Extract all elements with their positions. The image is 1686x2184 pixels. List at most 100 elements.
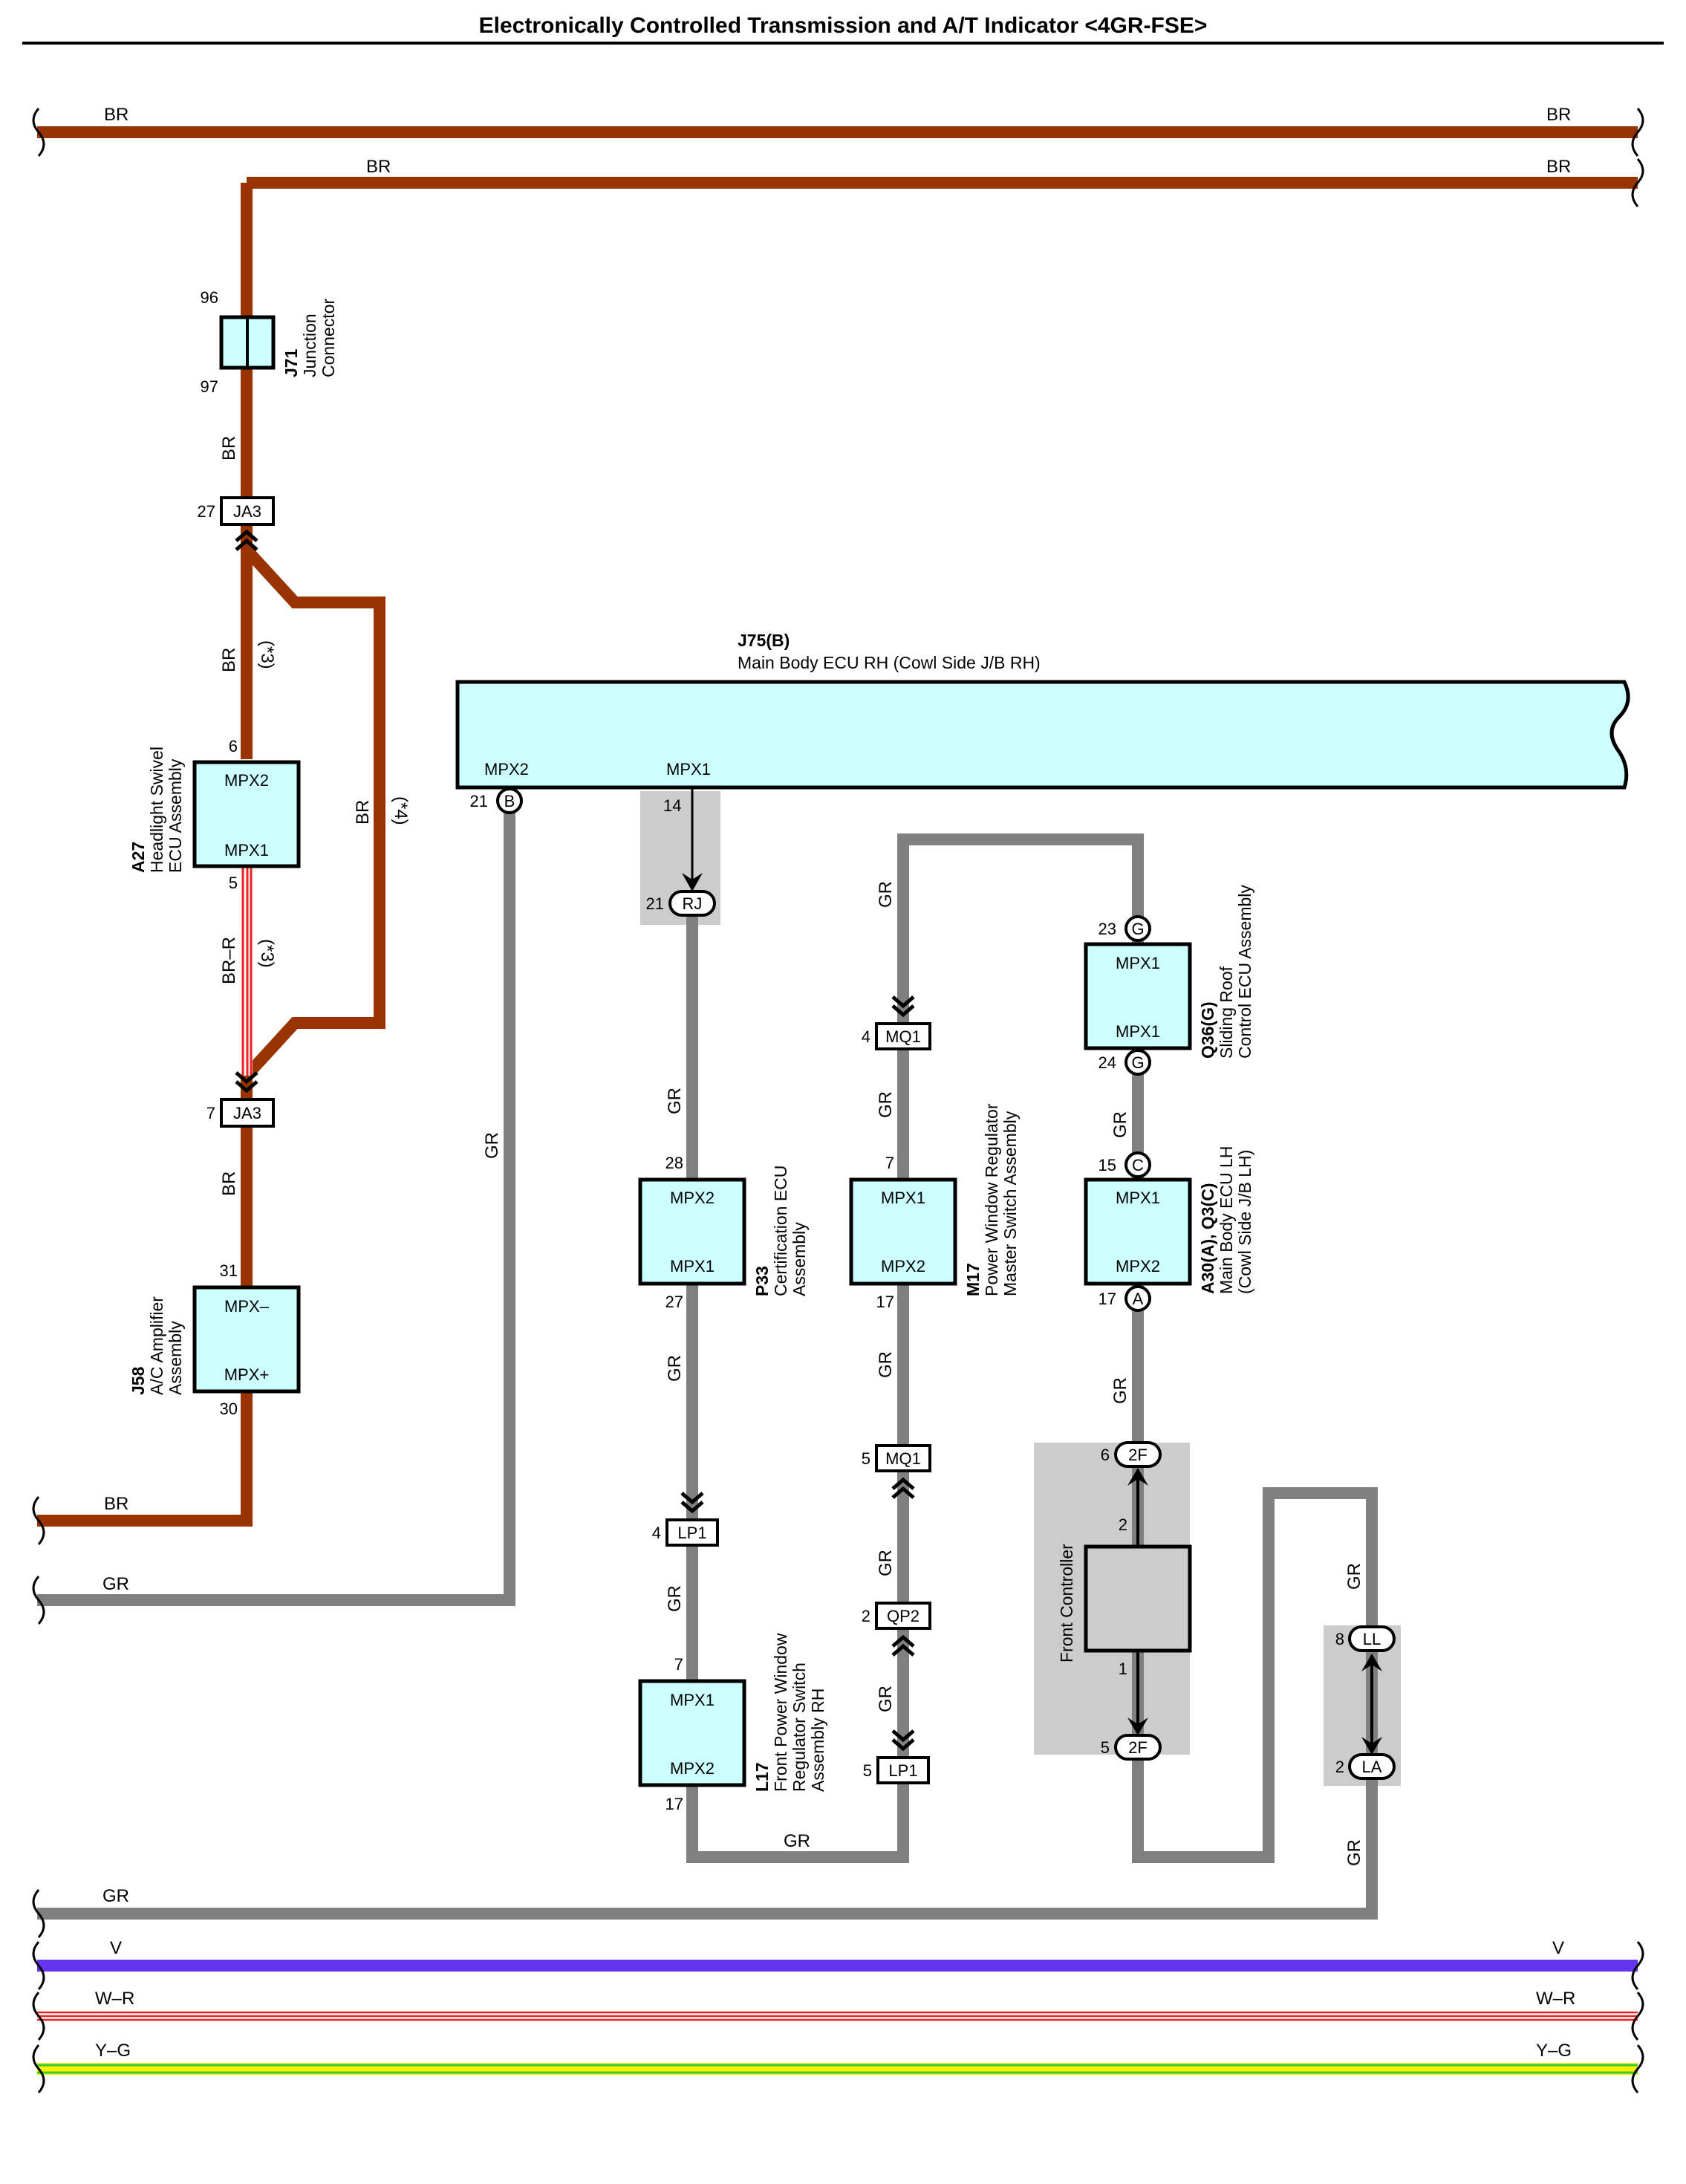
j58-pin-bottom: 30 bbox=[220, 1400, 238, 1418]
label-gr-left: GR bbox=[102, 1574, 129, 1594]
a30-pin-bottom-tag bbox=[1124, 1285, 1151, 1312]
a27-pin-bottom: 5 bbox=[229, 874, 238, 892]
mq1-bottom-pin: 5 bbox=[862, 1449, 870, 1468]
m17-name-2: Master Switch Assembly bbox=[1000, 1111, 1020, 1296]
l17-pin-bottom: 17 bbox=[665, 1795, 683, 1813]
ll-body bbox=[1348, 1625, 1396, 1652]
front-controller-pin-top: 2 bbox=[1119, 1515, 1127, 1534]
q36-terminal-bottom: MPX1 bbox=[1116, 1022, 1160, 1041]
lp1-left-label: LP1 bbox=[677, 1524, 706, 1542]
label-gr-j75-left: GR bbox=[482, 1132, 502, 1159]
label-br-top-left: BR bbox=[104, 105, 128, 125]
l17-code: L17 bbox=[752, 1762, 772, 1792]
ja3-top-pin: 27 bbox=[198, 502, 215, 521]
mq1-top-chevron-icon bbox=[891, 995, 915, 1018]
label-gr-top-loop: GR bbox=[876, 881, 896, 908]
lp1-right-body bbox=[876, 1756, 930, 1784]
a30-pin-bottom: 17 bbox=[1098, 1290, 1116, 1308]
front-controller-arrow-up-icon bbox=[1127, 1468, 1148, 1486]
label-br-j71-ja3: BR bbox=[219, 436, 239, 461]
label-note4: (*4) bbox=[391, 796, 411, 825]
break-marks-left bbox=[32, 108, 45, 2093]
j58-code: J58 bbox=[128, 1366, 148, 1395]
diagram-title: Electronically Controlled Transmission a… bbox=[479, 13, 1208, 38]
label-gr-qp2-lp1: GR bbox=[876, 1686, 896, 1712]
label-gr-a30-2f: GR bbox=[1110, 1377, 1130, 1404]
j58-terminal-bottom: MPX+ bbox=[224, 1365, 270, 1384]
label-gr-m17-mq1: GR bbox=[876, 1351, 896, 1378]
j71-pin-bottom: 97 bbox=[201, 377, 218, 396]
a27-name-2: ECU Assembly bbox=[166, 758, 185, 873]
j75-rj-arrow-icon bbox=[682, 873, 703, 891]
label-gr-rj-p33: GR bbox=[665, 1088, 685, 1114]
a30-code: A30(A), Q3(C) bbox=[1198, 1183, 1217, 1294]
a27-pin-top: 6 bbox=[229, 737, 238, 755]
ll-arrow-up-icon bbox=[1361, 1654, 1382, 1671]
a27-terminal-top: MPX2 bbox=[224, 771, 269, 790]
mq1-bottom-label: MQ1 bbox=[885, 1449, 921, 1468]
q36-terminal-top: MPX1 bbox=[1116, 954, 1160, 972]
label-v-left: V bbox=[110, 1938, 122, 1958]
ja3-top-label: JA3 bbox=[233, 502, 261, 521]
label-y-g-right: Y–G bbox=[1536, 2041, 1572, 2061]
j75-pin-left-tag-label: B bbox=[504, 792, 515, 810]
l17-terminal-bottom: MPX2 bbox=[670, 1759, 715, 1778]
p33-terminal-top: MPX2 bbox=[670, 1189, 715, 1207]
j75-pin-left-tag bbox=[496, 787, 523, 814]
a27-body bbox=[192, 760, 301, 868]
label-br-bottom-left: BR bbox=[104, 1494, 128, 1514]
ja3-top-body bbox=[220, 496, 275, 526]
la-label: LA bbox=[1362, 1758, 1382, 1776]
2f-bottom-pin: 5 bbox=[1101, 1738, 1110, 1757]
q36-code: Q36(G) bbox=[1198, 1001, 1217, 1059]
label-gr-q36-a30: GR bbox=[1110, 1111, 1130, 1138]
j75-pin-left: 21 bbox=[470, 792, 488, 810]
l17-pin-top: 7 bbox=[674, 1655, 683, 1674]
wire-gr-j75-left bbox=[37, 802, 515, 1606]
label-br-top-right: BR bbox=[1546, 105, 1571, 125]
a27-code: A27 bbox=[128, 842, 148, 873]
p33-name-1: Certification ECU bbox=[771, 1166, 790, 1296]
ja3-bottom-chevron-icon bbox=[235, 1071, 258, 1093]
j58-terminal-top: MPX– bbox=[224, 1297, 270, 1316]
a27-terminal-bottom: MPX1 bbox=[224, 841, 269, 859]
wire-br-left-vertical-lower bbox=[37, 868, 253, 1527]
a30-body bbox=[1084, 1177, 1192, 1286]
j58-pin-top: 31 bbox=[220, 1261, 238, 1280]
a30-pin-top-tag-label: C bbox=[1132, 1156, 1144, 1174]
2f-top-body bbox=[1114, 1441, 1162, 1468]
label-br-ja3-j58: BR bbox=[219, 1171, 239, 1196]
label-y-g-left: Y–G bbox=[95, 2041, 131, 2061]
front-controller-pin-bottom: 1 bbox=[1119, 1660, 1127, 1678]
lp1-right-chevron-icon bbox=[891, 1729, 915, 1752]
j75-pin-right: 14 bbox=[663, 796, 681, 815]
rj-label: RJ bbox=[683, 894, 703, 913]
q36-pin-top-tag-label: G bbox=[1131, 920, 1144, 938]
label-gr-lp1-l17: GR bbox=[665, 1585, 685, 1612]
a30-terminal-top: MPX1 bbox=[1116, 1189, 1160, 1207]
l17-body bbox=[638, 1679, 746, 1787]
label-gr-bottom-left: GR bbox=[102, 1886, 129, 1906]
label-gr-mq1-qp2: GR bbox=[876, 1550, 896, 1576]
j58-name-1: A/C Amplifier bbox=[147, 1296, 166, 1395]
q36-pin-bottom: 24 bbox=[1098, 1053, 1116, 1072]
a30-pin-bottom-tag-label: A bbox=[1133, 1290, 1144, 1308]
q36-pin-top: 23 bbox=[1098, 920, 1116, 938]
j58-name-2: Assembly bbox=[166, 1321, 185, 1395]
ja3-bottom-body bbox=[220, 1098, 275, 1128]
label-v-right: V bbox=[1552, 1938, 1564, 1958]
label-br-second-right: BR bbox=[1546, 157, 1571, 177]
j75-terminal-right: MPX1 bbox=[666, 760, 711, 779]
rj-pin: 21 bbox=[646, 894, 664, 913]
q36-pin-top-tag bbox=[1124, 915, 1151, 942]
2f-top-pin: 6 bbox=[1101, 1446, 1110, 1464]
qp2-chevron-icon bbox=[891, 1634, 915, 1657]
label-br-r: BR–R bbox=[219, 937, 239, 984]
label-br-second-mid: BR bbox=[366, 157, 391, 177]
p33-pin-bottom: 27 bbox=[665, 1293, 683, 1311]
j75-terminal-left: MPX2 bbox=[484, 760, 529, 779]
qp2-label: QP2 bbox=[887, 1607, 920, 1625]
q36-body bbox=[1084, 942, 1192, 1050]
a30-pin-top: 15 bbox=[1098, 1156, 1116, 1174]
